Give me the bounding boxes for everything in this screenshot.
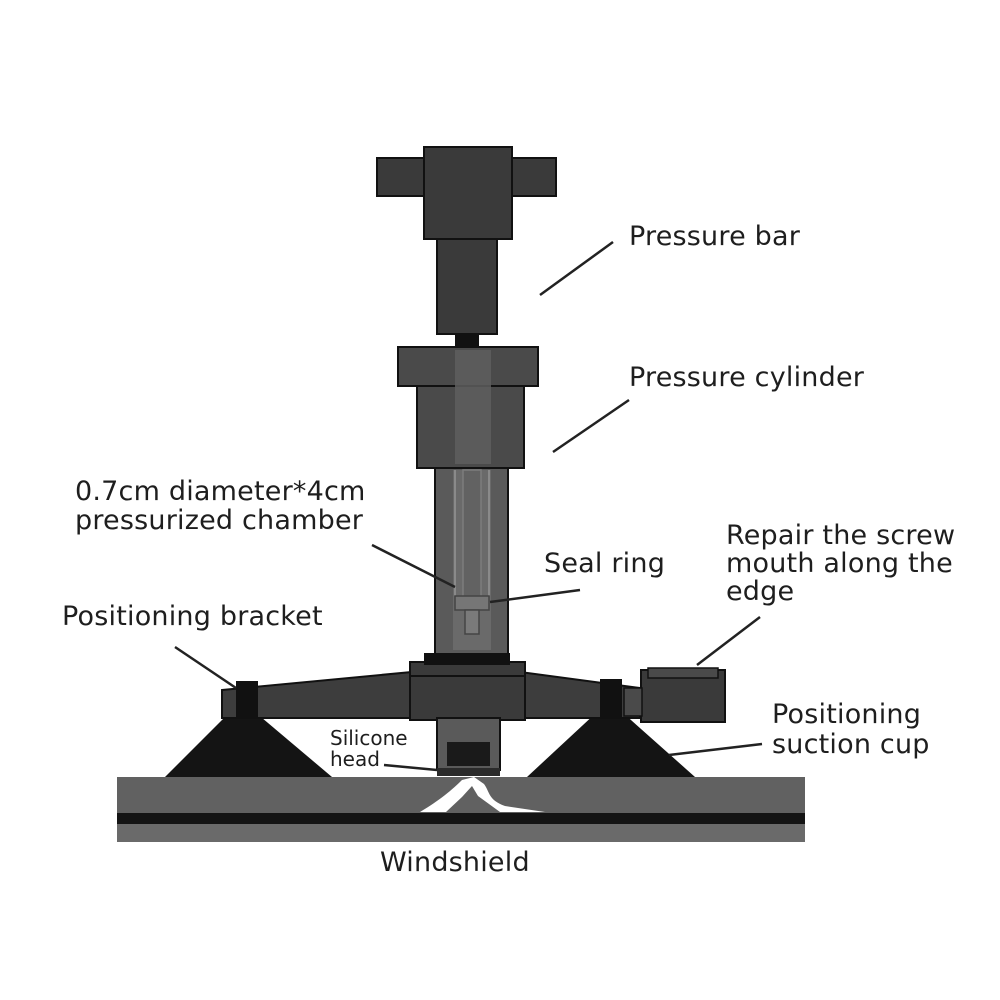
- pressure-bar-stem: [436, 235, 498, 335]
- label-chamber-line-2: pressurized chamber: [75, 505, 364, 536]
- left-suction-cup: [165, 712, 332, 777]
- label-windshield: Windshield: [380, 847, 530, 878]
- silicone-head: [447, 742, 490, 766]
- label-seal-ring: Seal ring: [544, 548, 666, 579]
- plunger-tip: [464, 609, 480, 635]
- leader-silicone-head: [383, 763, 438, 772]
- cylinder-window: [455, 350, 491, 464]
- pressure-bar: [376, 146, 557, 347]
- bracket-center-block: [409, 661, 526, 721]
- label-chamber: 0.7cm diameter*4cm pressurized chamber: [75, 477, 366, 535]
- label-repair-screw: Repair the screw mouth along the edge: [726, 522, 955, 606]
- label-silicone-head: Silicone head: [330, 728, 408, 770]
- windshield: [117, 777, 805, 842]
- right-end-connector: [623, 687, 643, 717]
- right-end-cap: [647, 667, 719, 679]
- label-silicone-head-line-2: head: [330, 747, 380, 771]
- leader-pressure-cylinder: [552, 398, 630, 454]
- label-suction-cup-line-2: suction cup: [772, 729, 930, 760]
- positioning-bracket: [221, 661, 726, 723]
- label-pressure-cylinder: Pressure cylinder: [629, 362, 865, 393]
- handle-right-wing: [509, 157, 557, 197]
- silicone-head-pad: [437, 768, 500, 776]
- windshield-interlayer: [117, 813, 805, 824]
- label-chamber-line-1: 0.7cm diameter*4cm: [75, 476, 366, 507]
- label-positioning-suction-cup: Positioning suction cup: [772, 700, 930, 760]
- label-suction-cup-line-1: Positioning: [772, 699, 922, 730]
- leader-positioning-bracket: [174, 645, 237, 690]
- label-pressure-bar: Pressure bar: [629, 221, 801, 252]
- leader-chamber: [371, 543, 456, 589]
- leader-lines: [174, 240, 763, 772]
- chamber-base-ring: [424, 653, 510, 665]
- label-repair-screw-line-3: edge: [726, 576, 795, 607]
- label-silicone-head-line-1: Silicone: [330, 726, 408, 750]
- leader-repair-screw: [696, 616, 761, 666]
- pressure-cylinder: [397, 346, 539, 469]
- pressurized-chamber: [424, 464, 510, 665]
- right-bracket-post: [600, 679, 622, 717]
- plunger-rod: [462, 469, 482, 601]
- label-repair-screw-line-2: mouth along the: [726, 548, 953, 579]
- label-positioning-bracket: Positioning bracket: [62, 601, 323, 632]
- pressure-bar-neck: [455, 333, 479, 347]
- handle-left-wing: [376, 157, 428, 197]
- left-bracket-post: [236, 681, 258, 717]
- windshield-crack: [420, 777, 545, 812]
- leader-suction-cup: [668, 742, 763, 757]
- right-suction-cup: [527, 712, 695, 777]
- handle-center: [423, 146, 513, 240]
- windshield-lower-layer: [117, 824, 805, 842]
- seal-ring: [454, 595, 490, 611]
- leader-pressure-bar: [539, 240, 614, 297]
- leader-seal-ring: [489, 588, 581, 604]
- label-repair-screw-line-1: Repair the screw: [726, 520, 956, 551]
